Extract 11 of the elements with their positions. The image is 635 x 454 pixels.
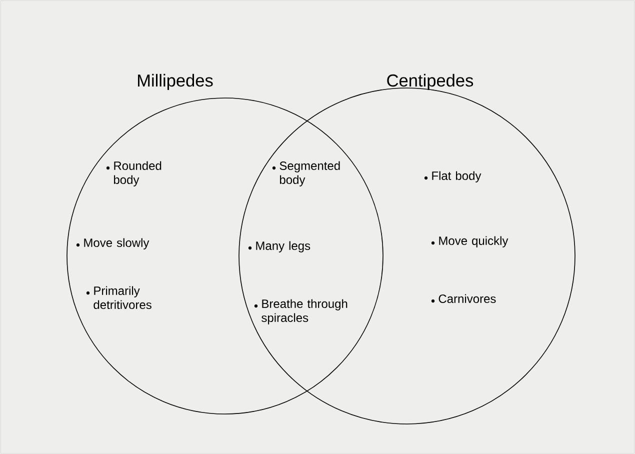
- bullet-item: Move quickly: [431, 236, 508, 248]
- bullet-item: Primarily detritivores: [86, 286, 152, 309]
- bullet-item: Flat body: [424, 171, 482, 182]
- bullet-item: Move slowly: [76, 238, 150, 250]
- bullet-item: Segmented body: [272, 161, 340, 186]
- circle-heading: Centipedes: [387, 74, 474, 90]
- bullet-item: Breathe through spiracles: [254, 299, 348, 324]
- bullet-item: Many legs: [248, 241, 310, 252]
- bullet-item: Rounded body: [106, 161, 162, 186]
- circle-heading: Millipedes: [138, 74, 213, 90]
- bullet-item: Carnivores: [431, 294, 496, 303]
